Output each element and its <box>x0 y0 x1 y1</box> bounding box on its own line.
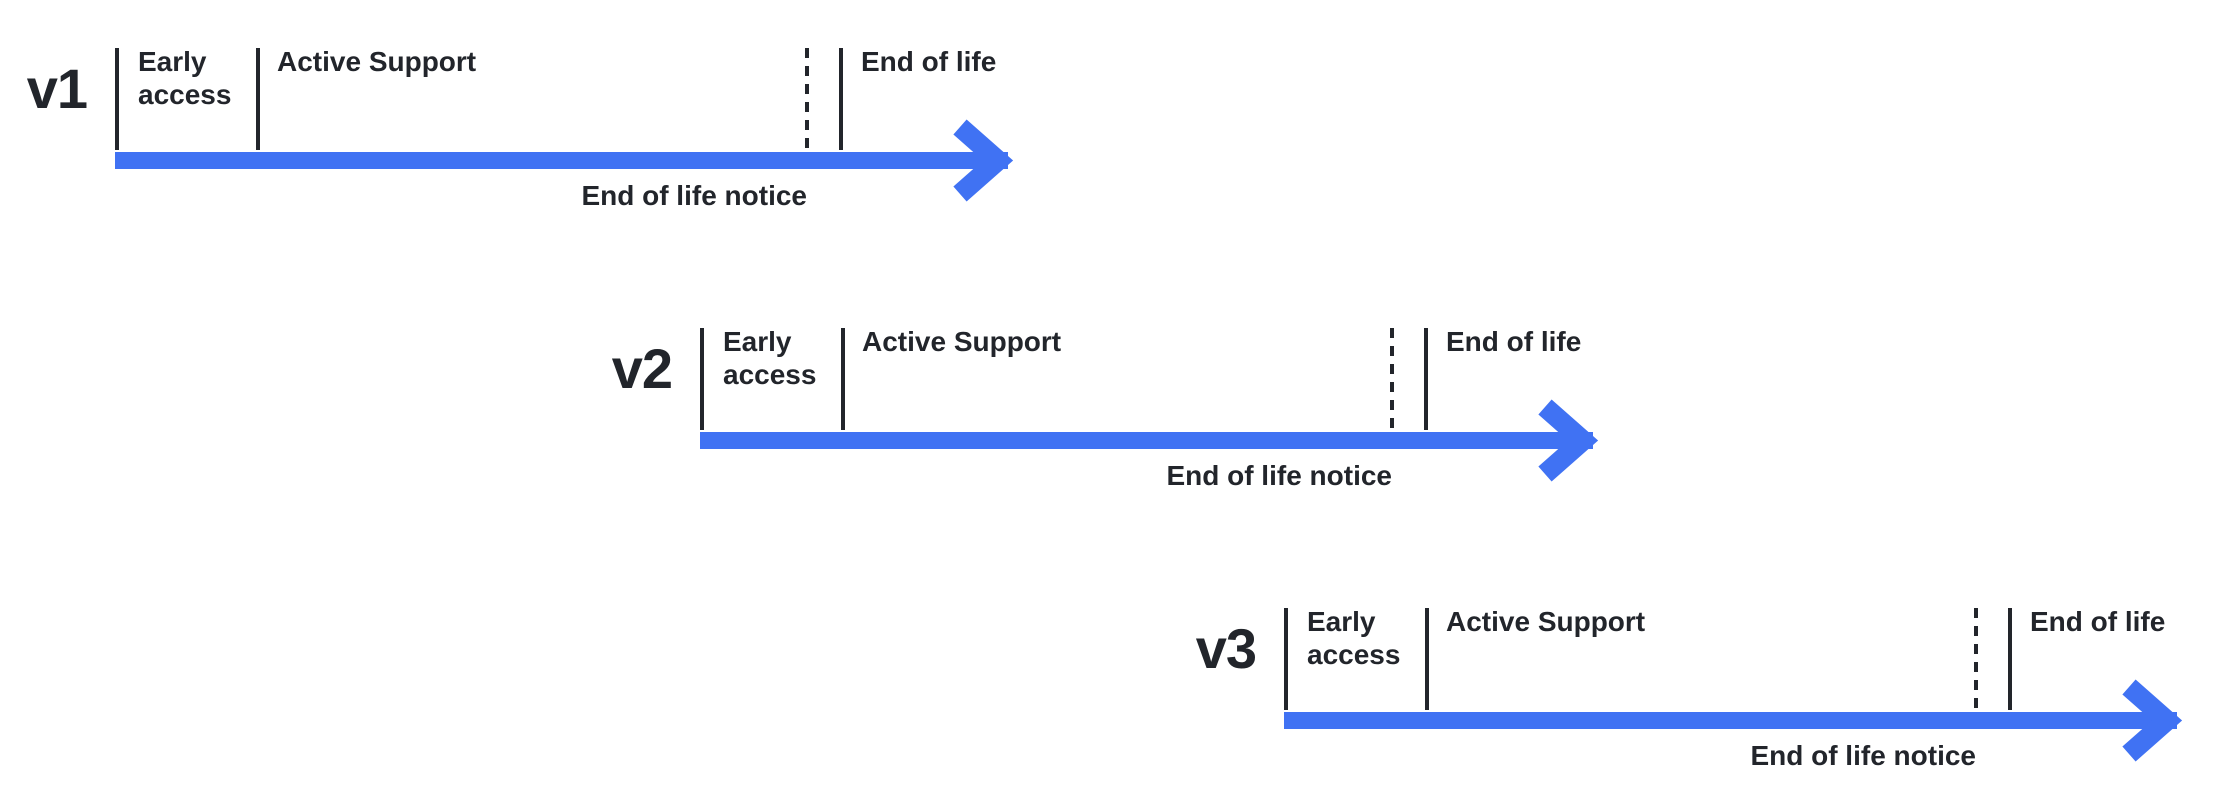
eol-notice-label: End of life notice <box>1750 740 1976 771</box>
eol-notice-dashed-line <box>1974 608 1978 711</box>
end-of-life-label: End of life <box>861 46 997 77</box>
end-of-life-tick <box>839 48 843 150</box>
active-support-start-tick <box>256 48 260 150</box>
early-access-label: Early access <box>1307 606 1401 671</box>
active-support-label: Active Support <box>277 46 477 77</box>
end-of-life-tick <box>1424 328 1428 430</box>
active-support-label: Active Support <box>862 326 1062 357</box>
arrowhead-icon <box>953 119 1014 202</box>
version-label: v2 <box>611 337 673 400</box>
early-access-start-tick <box>115 48 119 150</box>
end-of-life-label: End of life <box>2030 606 2166 637</box>
eol-notice-dashed-line <box>1390 328 1394 431</box>
active-support-start-tick <box>841 328 845 430</box>
timeline-arrow-shaft <box>1284 712 2177 729</box>
eol-notice-dashed-line <box>805 48 809 151</box>
arrowhead-icon <box>1538 399 1599 482</box>
early-access-label: Early access <box>138 46 232 111</box>
version-label: v1 <box>26 57 88 120</box>
eol-notice-label: End of life notice <box>1166 460 1392 491</box>
end-of-life-tick <box>2008 608 2012 710</box>
active-support-label: Active Support <box>1446 606 1646 637</box>
active-support-start-tick <box>1425 608 1429 710</box>
early-access-start-tick <box>700 328 704 430</box>
early-access-start-tick <box>1284 608 1288 710</box>
arrowhead-icon <box>2122 679 2183 762</box>
timeline-arrow-shaft <box>115 152 1008 169</box>
early-access-label: Early access <box>723 326 817 391</box>
timeline-arrow-shaft <box>700 432 1593 449</box>
eol-notice-label: End of life notice <box>581 180 807 211</box>
version-label: v3 <box>1195 617 1257 680</box>
end-of-life-label: End of life <box>1446 326 1582 357</box>
